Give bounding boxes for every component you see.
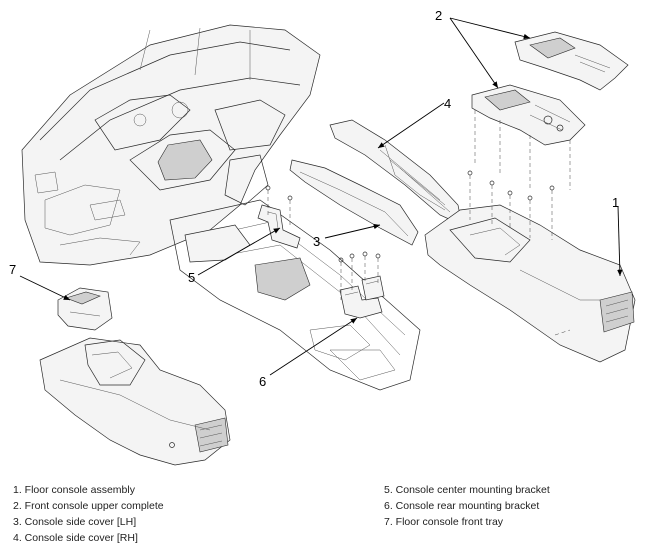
legend-item-6: 6. Console rear mounting bracket <box>384 500 540 512</box>
console-rear-mounting-bracket <box>339 275 385 319</box>
callout-4: 4 <box>444 96 451 111</box>
legend-item-2: 2. Front console upper complete <box>13 500 164 512</box>
floor-console-front-tray <box>57 287 113 331</box>
front-console-upper-lower <box>471 84 586 146</box>
fastener-screws <box>265 185 381 300</box>
legend-item-4: 4. Console side cover [RH] <box>13 532 138 544</box>
legend-item-1: 1. Floor console assembly <box>13 484 135 496</box>
floor-console-side-view <box>39 337 231 466</box>
upper-alignment-lines <box>474 110 571 190</box>
front-console-upper-top <box>514 31 629 91</box>
callout-5: 5 <box>188 270 195 285</box>
floor-tunnel-illustration <box>169 199 421 391</box>
callout-7: 7 <box>9 262 16 277</box>
callout-1: 1 <box>612 195 619 210</box>
callout-2: 2 <box>435 8 442 23</box>
callout-6: 6 <box>259 374 266 389</box>
leader-lines <box>19 17 623 376</box>
floor-console-assembly <box>424 170 636 363</box>
callout-3: 3 <box>313 234 320 249</box>
console-center-mounting-bracket <box>257 204 301 249</box>
console-side-cover-lh <box>289 159 419 246</box>
dashboard-illustration <box>21 24 321 266</box>
legend-item-3: 3. Console side cover [LH] <box>13 516 137 528</box>
legend-item-5: 5. Console center mounting bracket <box>384 484 550 496</box>
legend-item-7: 7. Floor console front tray <box>384 516 504 528</box>
